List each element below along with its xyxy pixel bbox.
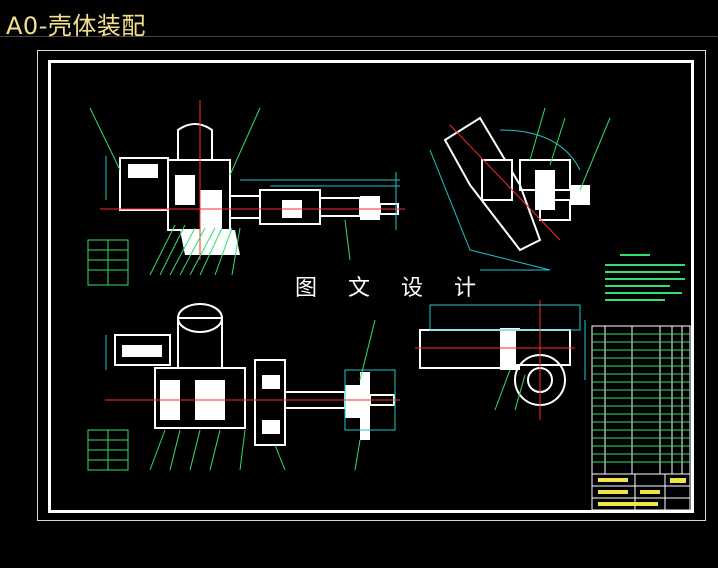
- section-view-parts-table: [87, 429, 129, 471]
- end-view-dimensions: [429, 304, 586, 380]
- front-view-assembly: [119, 123, 399, 255]
- front-view-dimensions: [105, 156, 400, 230]
- front-view-parts-table: [87, 239, 129, 286]
- side-view-assembly: [443, 116, 590, 252]
- front-view-callouts: [89, 107, 351, 276]
- parts-list-rows: [592, 333, 690, 463]
- sheet-outer-border: [37, 50, 706, 521]
- parts-list: [591, 325, 691, 475]
- side-view-dimensions: [429, 129, 581, 271]
- title-block-fill: [598, 478, 686, 506]
- sheet-inner-border: [48, 60, 694, 513]
- watermark-text: 图 文 设 计: [295, 276, 488, 301]
- section-view-callouts: [149, 319, 376, 471]
- side-view-callouts: [529, 107, 611, 191]
- drawing-title: A0-壳体装配: [6, 12, 146, 40]
- window-top-rule: [0, 36, 718, 37]
- technical-notes: [605, 254, 685, 301]
- side-view-centerline: [449, 124, 561, 241]
- section-view-assembly: [114, 303, 395, 446]
- title-block: [591, 473, 691, 511]
- end-view-callouts: [494, 369, 526, 411]
- section-view-dimensions: [105, 335, 396, 431]
- end-view-assembly: [419, 328, 571, 406]
